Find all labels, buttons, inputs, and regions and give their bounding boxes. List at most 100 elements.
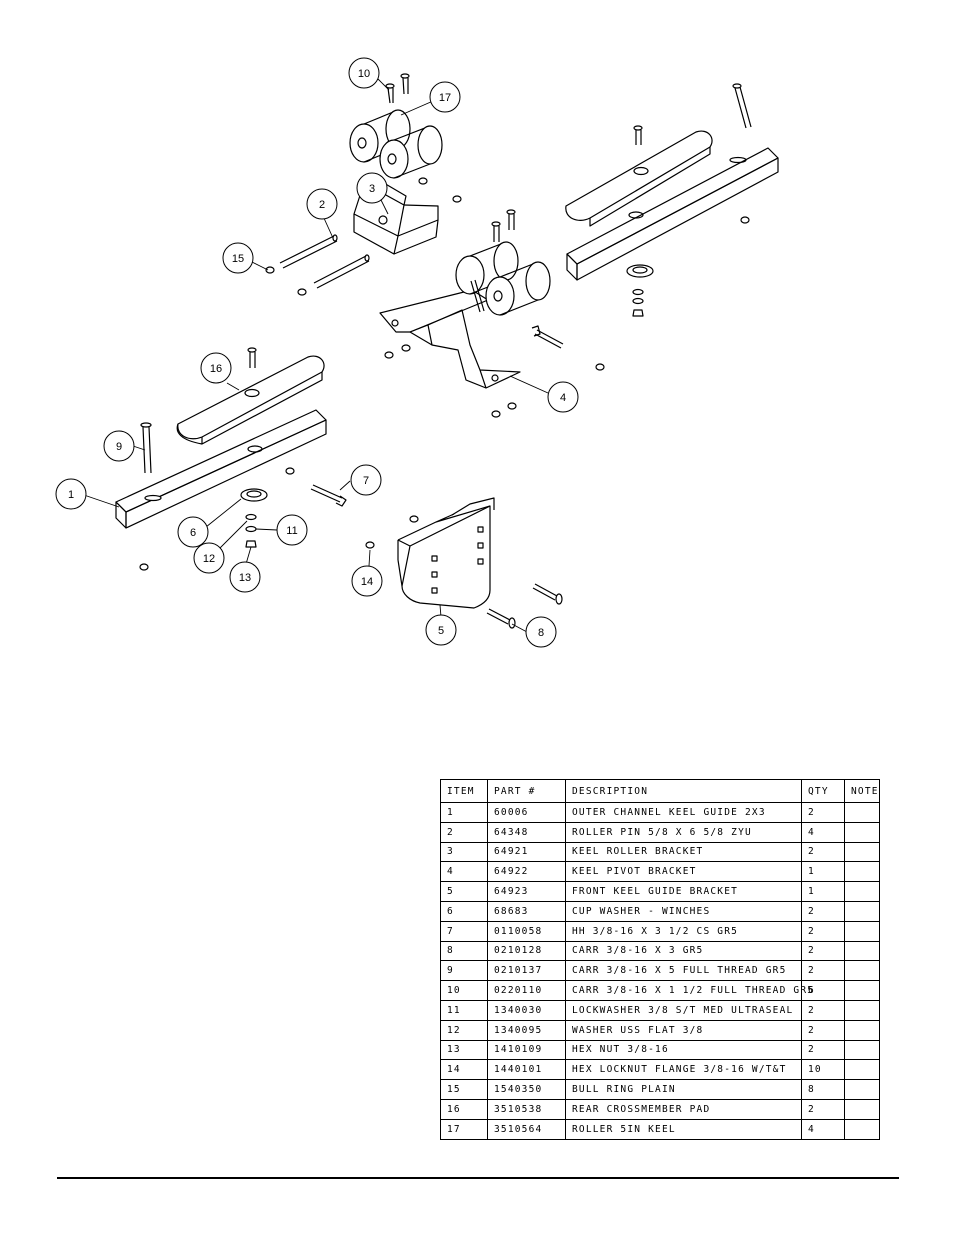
parts-table-header: ITEM PART # DESCRIPTION QTY NOTE (440, 779, 880, 803)
cell-part-number: 1440101 (487, 1059, 566, 1081)
cell-note (844, 980, 880, 1001)
callout-label: 14 (361, 576, 373, 588)
cell-note (844, 940, 880, 962)
cell-item: 3 (440, 841, 488, 863)
callout-6: 6 (177, 516, 209, 548)
exploded-parts-diagram: 10 17 3 2 15 4 16 9 1 7 6 11 12 13 14 (55, 57, 779, 648)
callout-2: 2 (306, 188, 338, 220)
cell-item: 4 (440, 861, 488, 883)
callout-label: 10 (358, 68, 370, 80)
cell-qty: 8 (801, 1079, 845, 1100)
cell-qty: 2 (801, 999, 845, 1021)
cell-note (844, 1079, 880, 1100)
rear-crossmember-pad-left (176, 355, 325, 445)
callout-13: 13 (229, 561, 261, 593)
cell-qty: 2 (801, 960, 845, 982)
cell-item: 2 (440, 821, 488, 843)
cell-note (844, 920, 880, 942)
callout-1: 1 (55, 478, 87, 510)
cell-note (844, 821, 880, 843)
cell-item: 12 (440, 1019, 488, 1041)
outer-channel-keel-guide-right (566, 147, 779, 281)
cell-note (844, 1118, 880, 1140)
cell-description: WASHER USS FLAT 3/8 (565, 1019, 802, 1041)
callout-3: 3 (356, 172, 388, 204)
header-note: NOTE (844, 779, 880, 803)
cell-description: KEEL ROLLER BRACKET (565, 841, 802, 863)
keel-rollers-top (349, 109, 443, 179)
callout-label: 4 (560, 392, 566, 404)
cell-qty: 2 (801, 940, 845, 962)
cell-qty: 2 (801, 841, 845, 863)
cell-qty: 2 (801, 1098, 845, 1120)
cell-part-number: 1540350 (487, 1079, 566, 1100)
header-description: DESCRIPTION (565, 779, 802, 803)
cell-note (844, 1059, 880, 1081)
cell-description: ROLLER PIN 5/8 X 6 5/8 ZYU (565, 821, 802, 843)
roller-pins (279, 234, 370, 289)
header-qty: QTY (801, 779, 845, 803)
keel-rollers-middle (455, 241, 551, 316)
keel-pivot-bracket (379, 289, 521, 389)
cell-qty: 1 (801, 881, 845, 902)
header-part-number: PART # (487, 779, 566, 803)
callout-label: 11 (286, 525, 297, 537)
callout-label: 15 (232, 253, 244, 265)
cell-item: 13 (440, 1039, 488, 1061)
cell-part-number: 68683 (487, 900, 566, 922)
cell-part-number: 64348 (487, 821, 566, 843)
callout-label: 8 (538, 627, 544, 639)
cell-note (844, 1019, 880, 1041)
callout-label: 1 (68, 489, 74, 501)
cell-part-number: 0110058 (487, 920, 566, 942)
cell-description: LOCKWASHER 3/8 S/T MED ULTRASEAL (565, 999, 802, 1021)
cell-part-number: 1340095 (487, 1019, 566, 1041)
cell-note (844, 999, 880, 1021)
footer-rule (57, 1177, 899, 1179)
cell-note (844, 802, 880, 823)
callout-17: 17 (429, 81, 461, 113)
callout-label: 13 (239, 572, 251, 584)
callout-label: 9 (116, 441, 122, 453)
cell-item: 5 (440, 881, 488, 902)
cell-item: 17 (440, 1118, 488, 1140)
cell-note (844, 1098, 880, 1120)
outer-channel-keel-guide-left (115, 409, 327, 529)
cell-description: CARR 3/8-16 X 5 FULL THREAD GR5 (565, 960, 802, 982)
cell-note (844, 1039, 880, 1061)
cell-qty: 1 (801, 861, 845, 883)
cell-part-number: 64921 (487, 841, 566, 863)
cell-description: KEEL PIVOT BRACKET (565, 861, 802, 883)
cell-description: OUTER CHANNEL KEEL GUIDE 2X3 (565, 802, 802, 823)
cell-qty: 6 (801, 980, 845, 1001)
rear-crossmember-pad-right (565, 130, 713, 227)
cell-item: 1 (440, 802, 488, 823)
cell-part-number: 0210137 (487, 960, 566, 982)
cell-part-number: 0220110 (487, 980, 566, 1001)
cell-note (844, 881, 880, 902)
callout-14: 14 (351, 565, 383, 597)
cell-description: HEX NUT 3/8-16 (565, 1039, 802, 1061)
cell-part-number: 1410109 (487, 1039, 566, 1061)
callout-label: 2 (319, 199, 325, 211)
callout-label: 5 (438, 625, 444, 637)
cell-description: CARR 3/8-16 X 1 1/2 FULL THREAD GR5 (565, 980, 813, 1001)
callout-label: 3 (369, 183, 375, 195)
callout-label: 16 (210, 363, 222, 375)
callout-8: 8 (525, 616, 557, 648)
cell-item: 10 (440, 980, 488, 1001)
